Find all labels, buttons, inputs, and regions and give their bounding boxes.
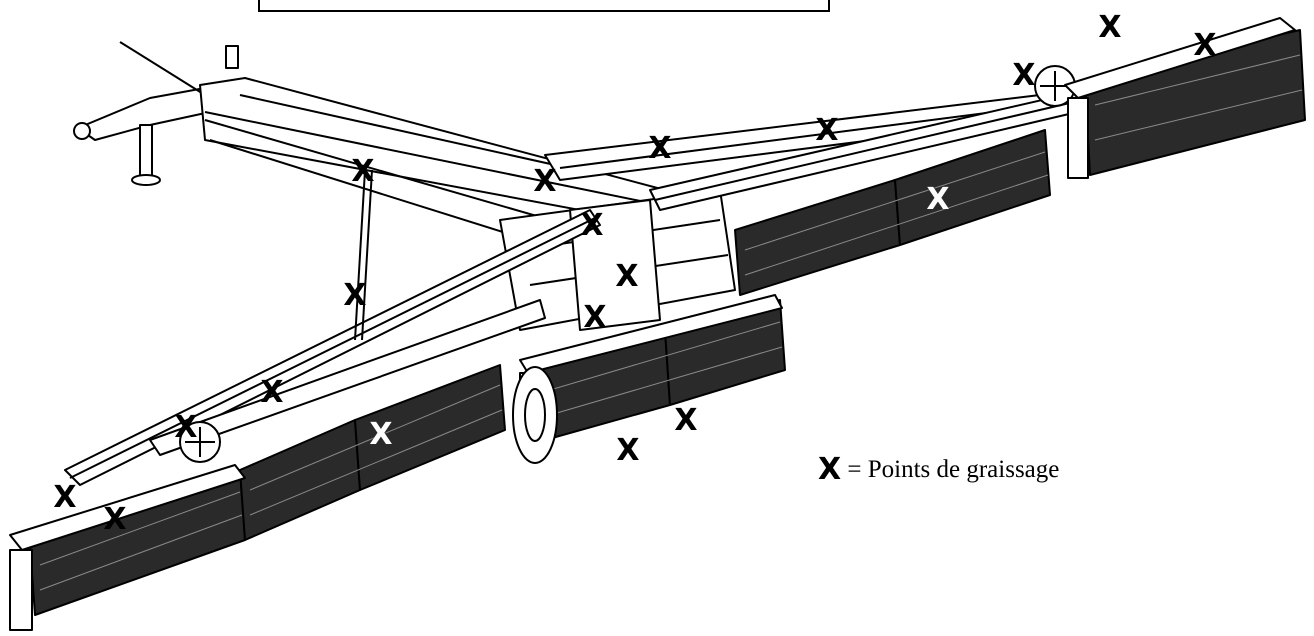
lubrication-point-marker: X — [1098, 10, 1122, 45]
header-box — [258, 0, 830, 12]
legend-symbol: X — [818, 452, 842, 487]
legend-text: = Points de graissage — [847, 456, 1060, 483]
lubrication-point-marker: X — [615, 259, 639, 294]
lubrication-point-marker: X — [260, 375, 284, 410]
lubrication-point-marker: X — [1193, 28, 1217, 63]
lubrication-point-marker: X — [648, 131, 672, 166]
lubrication-point-marker: X — [815, 113, 839, 148]
lubrication-point-marker: X — [351, 154, 375, 189]
legend: X = Points de graissage — [818, 452, 1059, 487]
lubrication-point-marker: X — [53, 480, 77, 515]
lubrication-point-marker: X — [580, 208, 604, 243]
lubrication-point-marker: X — [103, 502, 127, 537]
lubrication-point-marker: X — [1012, 58, 1036, 93]
lubrication-point-marker: X — [674, 403, 698, 438]
lubrication-point-marker: X — [583, 300, 607, 335]
lubrication-point-marker: X — [369, 417, 393, 452]
lubrication-point-marker: X — [343, 278, 367, 313]
lubrication-point-marker: X — [926, 182, 950, 217]
lubrication-point-marker: X — [533, 164, 557, 199]
hitch — [73, 41, 239, 186]
lubrication-point-marker: X — [616, 433, 640, 468]
guide-wheels — [179, 65, 1076, 463]
lubrication-point-marker: X — [174, 410, 198, 445]
roller-frames — [9, 17, 1296, 631]
